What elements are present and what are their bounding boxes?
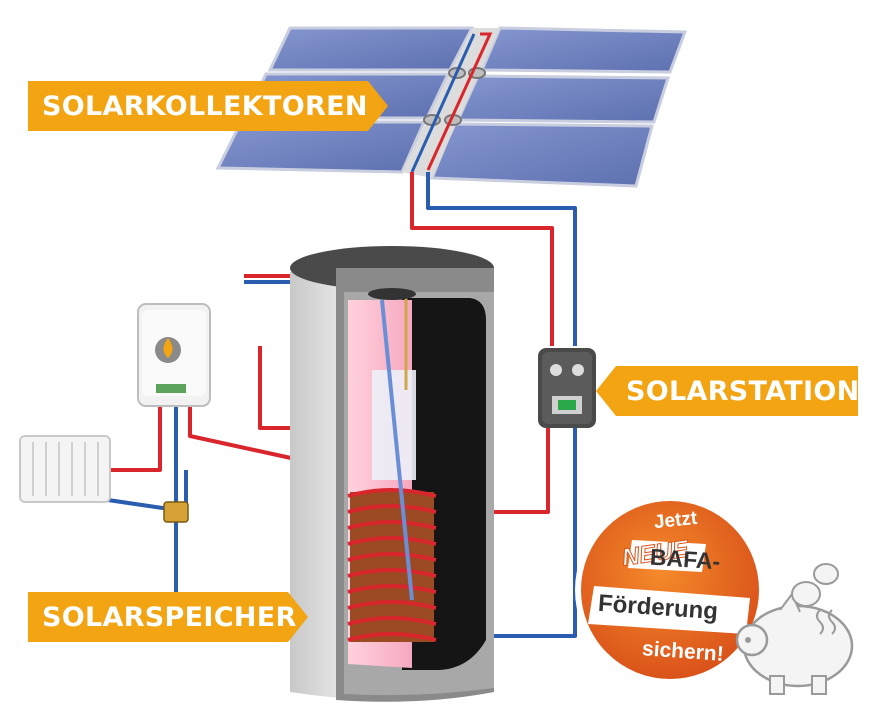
storage-tank-icon — [290, 246, 494, 702]
label-solarstation: SOLARSTATION — [596, 366, 858, 416]
radiator-icon — [19, 435, 111, 503]
gas-boiler-icon — [137, 303, 211, 407]
badge-line-bafa: BAFA- — [649, 543, 722, 575]
label-solarspeicher: SOLARSPEICHER — [28, 592, 308, 642]
mixing-valve-icon — [163, 501, 189, 523]
pipework — [107, 172, 577, 638]
piggy-bank-icon — [735, 563, 854, 695]
funding-badge — [575, 495, 765, 685]
label-solarkollektoren: SOLARKOLLEKTOREN — [28, 81, 388, 131]
badge-line-jetzt: Jetzt — [652, 507, 699, 534]
solar-station-icon — [538, 348, 596, 428]
